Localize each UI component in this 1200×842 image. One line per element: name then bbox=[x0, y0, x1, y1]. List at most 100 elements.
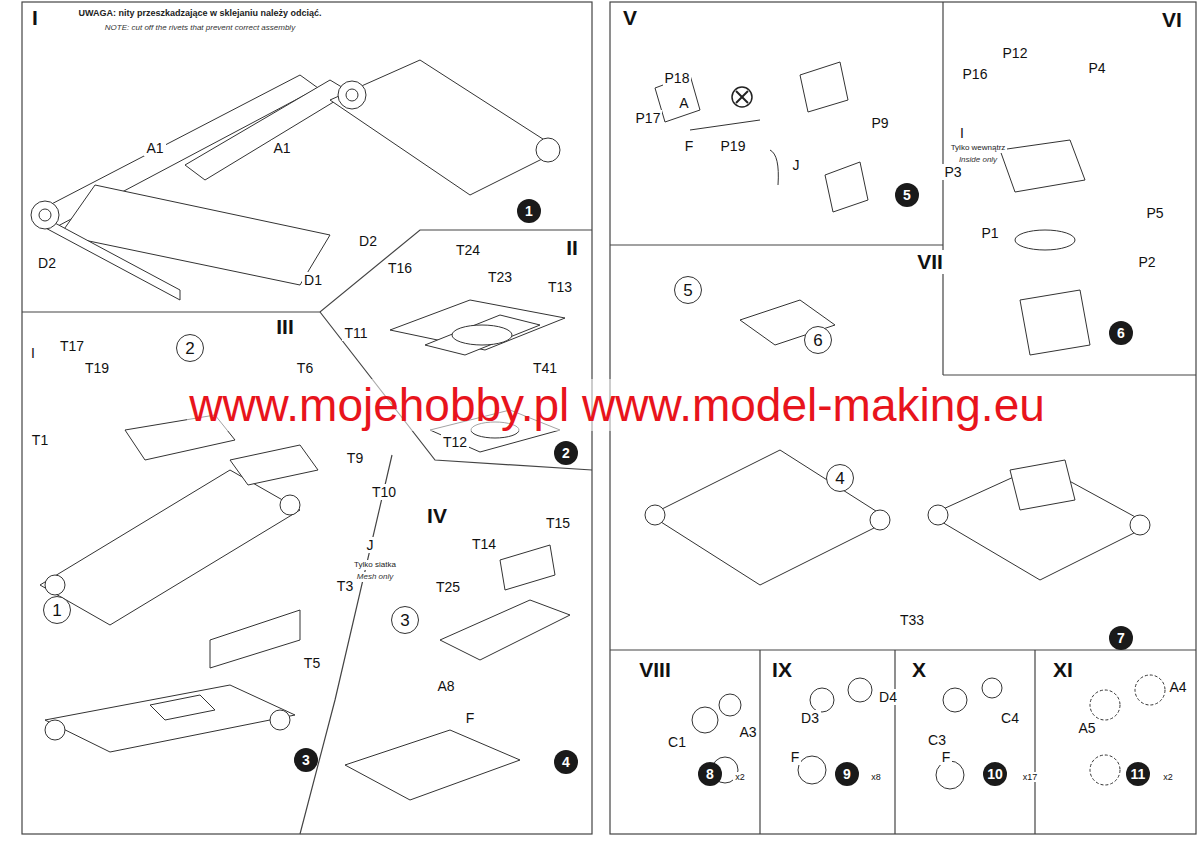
step-number: 5 bbox=[895, 183, 919, 207]
callout-number: 2 bbox=[176, 334, 204, 362]
step-number: 9 bbox=[835, 762, 859, 786]
part-label: T11 bbox=[342, 325, 369, 341]
number-text: 3 bbox=[302, 753, 310, 767]
callout-number: 5 bbox=[674, 276, 702, 304]
part-label: C3 bbox=[926, 732, 948, 748]
part-label: T12 bbox=[441, 434, 469, 450]
panel-numeral: VI bbox=[1160, 8, 1184, 32]
part-label: T33 bbox=[898, 612, 926, 628]
step-number: 11 bbox=[1126, 762, 1150, 786]
part-label: T3 bbox=[335, 578, 355, 594]
quantity-label: x17 bbox=[1021, 772, 1040, 782]
panel-numeral: V bbox=[621, 6, 639, 30]
part-label: I bbox=[958, 125, 966, 141]
part-label: T24 bbox=[454, 242, 482, 258]
step-number: 3 bbox=[294, 748, 318, 772]
part-label: F bbox=[683, 138, 696, 154]
note-text: UWAGA: nity przeszkadzające w sklejaniu … bbox=[76, 8, 323, 18]
callout-number: 6 bbox=[804, 326, 832, 354]
step-number: 2 bbox=[554, 441, 578, 465]
part-label: T10 bbox=[370, 484, 398, 500]
part-label: A bbox=[677, 95, 690, 111]
note-text: NOTE: cut off the rivets that prevent co… bbox=[103, 23, 297, 32]
part-label: P18 bbox=[663, 70, 692, 86]
part-label: D3 bbox=[799, 710, 821, 726]
hull-drawings bbox=[31, 60, 1150, 800]
part-label: T6 bbox=[295, 360, 315, 376]
part-label: F bbox=[940, 749, 953, 765]
number-text: 2 bbox=[185, 340, 194, 357]
part-label: P4 bbox=[1086, 60, 1107, 76]
panel-numeral: X bbox=[910, 658, 928, 682]
part-label: A1 bbox=[271, 140, 292, 156]
part-label: T17 bbox=[58, 338, 86, 354]
part-label: A5 bbox=[1076, 720, 1097, 736]
part-label: J bbox=[791, 157, 802, 173]
step-number: 8 bbox=[698, 762, 722, 786]
panel-numeral: II bbox=[564, 236, 580, 260]
note-text: Mesh only bbox=[355, 572, 395, 581]
step-number: 10 bbox=[983, 762, 1007, 786]
part-label: D2 bbox=[36, 255, 58, 271]
part-label: P17 bbox=[634, 110, 663, 126]
part-label: T41 bbox=[531, 360, 559, 376]
part-label: P9 bbox=[869, 115, 890, 131]
quantity-label: x2 bbox=[1161, 772, 1175, 782]
part-label: T23 bbox=[486, 269, 514, 285]
part-label: P16 bbox=[961, 66, 990, 82]
panel-numeral: III bbox=[274, 315, 296, 339]
part-label: T25 bbox=[434, 579, 462, 595]
part-label: J bbox=[365, 537, 376, 553]
number-text: 7 bbox=[1117, 631, 1125, 645]
note-text: Tylko siatka bbox=[352, 560, 398, 569]
note-text: Tylko wewnątrz bbox=[949, 143, 1008, 152]
callout-number: 1 bbox=[43, 596, 71, 624]
x-symbol bbox=[732, 87, 752, 107]
quantity-label: x8 bbox=[869, 772, 883, 782]
part-label: F bbox=[464, 710, 477, 726]
step-number: 7 bbox=[1109, 626, 1133, 650]
number-text: 8 bbox=[706, 767, 714, 781]
number-text: 11 bbox=[1131, 767, 1146, 781]
number-text: 4 bbox=[835, 470, 844, 487]
part-label: A3 bbox=[737, 724, 758, 740]
part-label: P1 bbox=[979, 225, 1000, 241]
callout-number: 3 bbox=[391, 606, 419, 634]
part-label: P12 bbox=[1001, 45, 1030, 61]
number-text: 5 bbox=[903, 188, 911, 202]
number-text: 1 bbox=[525, 204, 533, 218]
part-label: P3 bbox=[942, 164, 963, 180]
wheel-drawings bbox=[692, 675, 1165, 789]
part-label: I bbox=[29, 345, 37, 361]
number-text: 2 bbox=[562, 446, 570, 460]
part-label: T14 bbox=[470, 536, 498, 552]
number-text: 9 bbox=[843, 767, 851, 781]
part-label: T1 bbox=[30, 432, 50, 448]
part-label: P5 bbox=[1144, 205, 1165, 221]
part-label: T5 bbox=[302, 655, 322, 671]
part-label: T16 bbox=[386, 260, 414, 276]
part-label: T19 bbox=[83, 360, 111, 376]
number-text: 1 bbox=[52, 602, 61, 619]
number-text: 5 bbox=[683, 282, 692, 299]
step-number: 6 bbox=[1109, 321, 1133, 345]
part-label: C4 bbox=[999, 710, 1021, 726]
part-label: A8 bbox=[435, 678, 456, 694]
number-text: 6 bbox=[813, 332, 822, 349]
watermark: www.mojehobby.pl www.model-making.eu bbox=[187, 379, 1047, 432]
panel-numeral: IX bbox=[770, 658, 794, 682]
part-label: P19 bbox=[719, 138, 748, 154]
part-label: P2 bbox=[1136, 254, 1157, 270]
panel-numeral: VII bbox=[915, 250, 945, 274]
step-number: 1 bbox=[517, 199, 541, 223]
callout-number: 4 bbox=[826, 464, 854, 492]
part-label: T13 bbox=[546, 279, 574, 295]
part-label: C1 bbox=[666, 734, 688, 750]
number-text: 6 bbox=[1117, 326, 1125, 340]
part-label: D1 bbox=[302, 272, 324, 288]
panel-numeral: I bbox=[30, 6, 40, 30]
panel-borders bbox=[22, 2, 1196, 834]
number-text: 4 bbox=[562, 755, 570, 769]
part-label: D2 bbox=[357, 233, 379, 249]
